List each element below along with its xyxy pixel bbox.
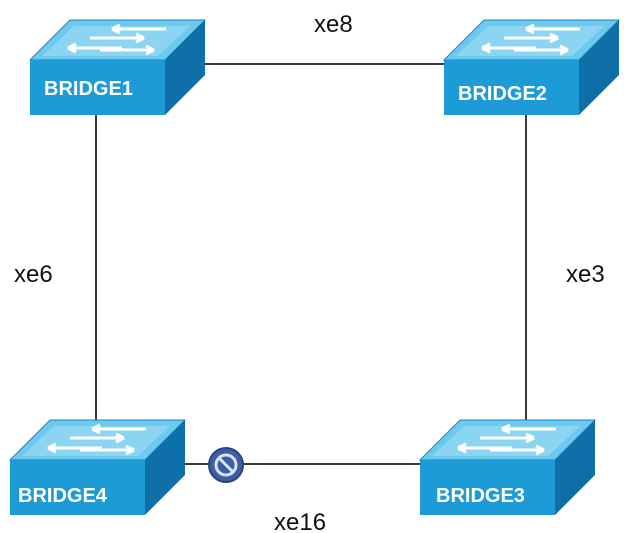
bridge2-switch[interactable]: BRIDGE2 (442, 19, 621, 115)
link-label-xe6: xe6 (14, 261, 53, 288)
switch-icon (442, 19, 621, 115)
blocked-port-icon (208, 447, 244, 483)
bridge-name-bridge4: BRIDGE4 (18, 485, 108, 507)
link-label-xe8: xe8 (314, 11, 353, 38)
bridge-name-bridge2: BRIDGE2 (458, 83, 547, 105)
bridge3-switch[interactable]: BRIDGE3 (418, 419, 597, 515)
bridge1-switch[interactable]: BRIDGE1 (28, 19, 207, 115)
link-label-xe3: xe3 (566, 261, 605, 288)
switch-icon (418, 419, 597, 515)
link-label-xe16: xe16 (274, 509, 326, 533)
links (95, 63, 527, 465)
bridge4-switch[interactable]: BRIDGE4 (8, 419, 187, 515)
switch-icon (28, 19, 207, 115)
switch-icon (8, 419, 187, 515)
bridge-name-bridge3: BRIDGE3 (436, 485, 525, 507)
bridge-name-bridge1: BRIDGE1 (44, 78, 133, 100)
